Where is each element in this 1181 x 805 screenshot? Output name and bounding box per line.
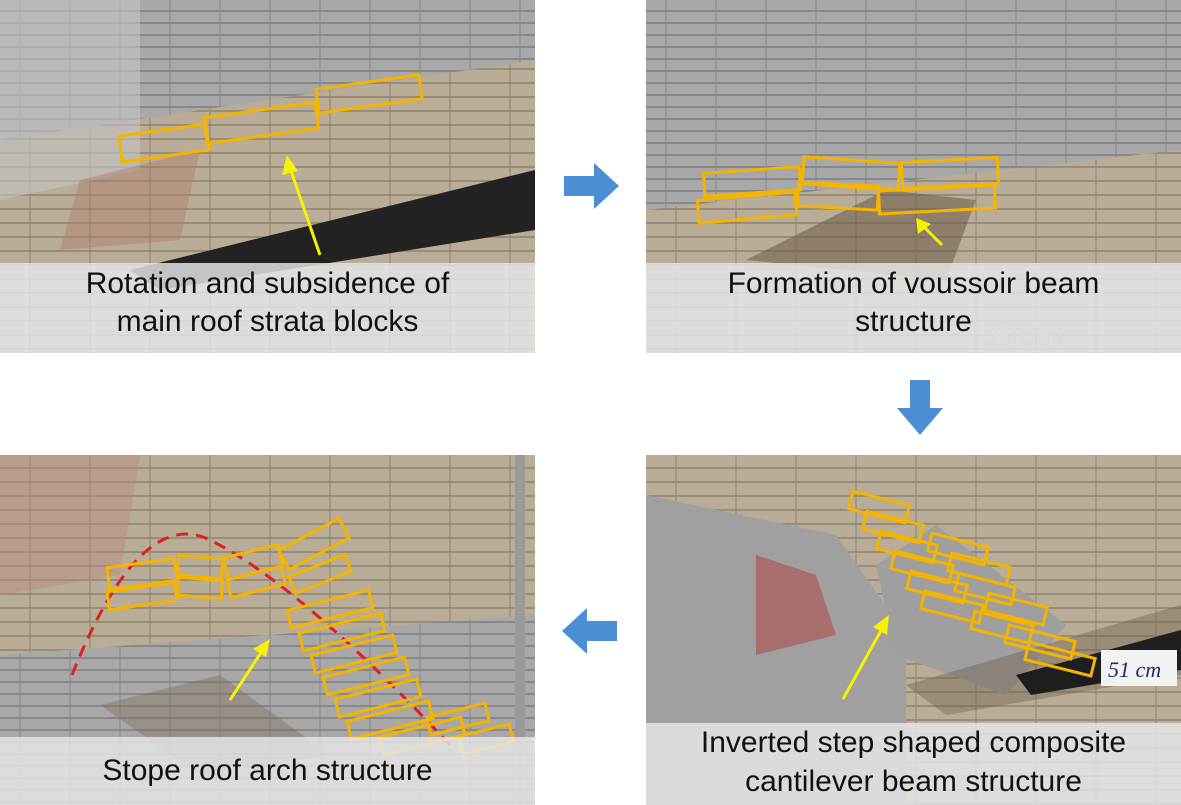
caption-line: structure (855, 305, 972, 338)
panel-voussoir-beam: 250204 Formation of voussoir beam struct… (646, 0, 1181, 353)
caption-line: Rotation and subsidence of (85, 267, 450, 300)
caption-line: main roof strata blocks (116, 305, 419, 338)
panel-arch-structure: Stope roof arch structure (0, 455, 535, 805)
caption-line: Inverted step shaped composite (700, 726, 1127, 759)
caption-arch-structure: Stope roof arch structure (0, 737, 535, 805)
caption-voussoir-beam: Formation of voussoir beam structure (646, 263, 1181, 353)
flow-arrow-right (564, 163, 619, 209)
caption-line: cantilever beam structure (745, 765, 1082, 798)
caption-line: Formation of voussoir beam (727, 267, 1100, 300)
panel-roof-rotation: Rotation and subsidence of main roof str… (0, 0, 535, 353)
flow-arrow-left (562, 608, 617, 654)
scale-label: 51 cm (1108, 657, 1161, 682)
flow-arrow-down (897, 380, 943, 435)
caption-roof-rotation: Rotation and subsidence of main roof str… (0, 263, 535, 353)
caption-line: Stope roof arch structure (102, 754, 433, 787)
caption-cantilever-beam: Inverted step shaped composite cantileve… (646, 723, 1181, 805)
panel-cantilever-beam: 51 cm Inverted step shaped composite can… (646, 455, 1181, 805)
